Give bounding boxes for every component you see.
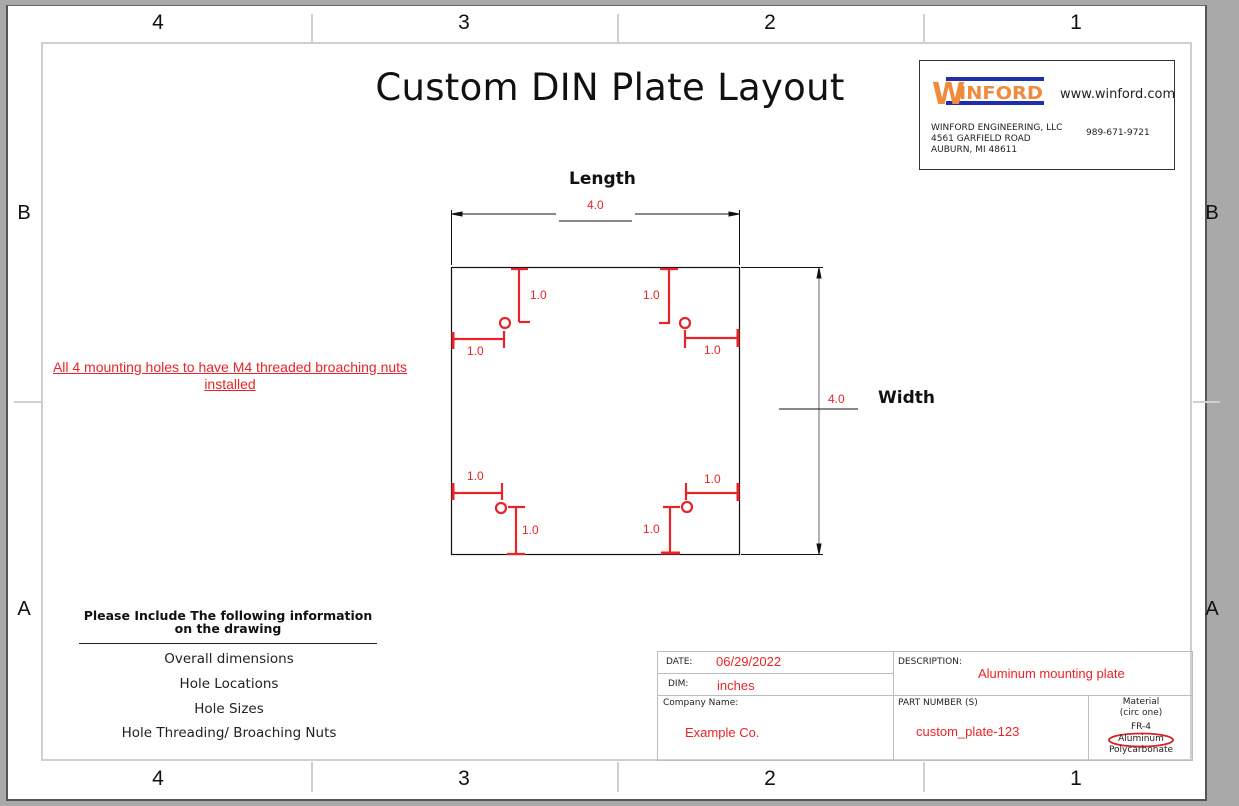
hole-br-vertical-offset: 1.0 (643, 522, 660, 536)
hole-tl-vertical-offset: 1.0 (530, 288, 547, 302)
zone-column-bottom-3: 3 (458, 767, 470, 790)
dim-label: DIM: (668, 679, 689, 689)
info-panel-heading: Please Include The following information… (83, 608, 373, 636)
info-panel-divider (79, 643, 377, 644)
company-logo-block: W INFORD www.winford.com WINFORD ENGINEE… (919, 60, 1175, 170)
zone-column-top-4: 4 (152, 11, 164, 34)
company-city: AUBURN, MI 48611 (931, 145, 1018, 155)
zone-column-bottom-1: 1 (1070, 767, 1082, 790)
svg-text:INFORD: INFORD (959, 83, 1043, 104)
material-option-fr4: FR-4 (1130, 722, 1152, 732)
hole-tr-vertical-offset: 1.0 (643, 288, 660, 302)
part-number-value: custom_plate-123 (916, 724, 1020, 739)
company-name: WINFORD ENGINEERING, LLC (931, 123, 1063, 133)
material-hint: (circ one) (1119, 708, 1163, 718)
material-option-polycarbonate: Polycarbonate (1108, 745, 1174, 755)
zone-column-bottom-2: 2 (764, 767, 776, 790)
info-item-hole-locations: Hole Locations (179, 676, 279, 692)
hole-br-horizontal-offset: 1.0 (704, 472, 721, 486)
material-selection-circle (1108, 732, 1174, 748)
hole-tr-horizontal-offset: 1.0 (704, 343, 721, 357)
width-dimension (741, 267, 858, 555)
material-label: Material (1122, 697, 1160, 707)
description-label: DESCRIPTION: (898, 657, 962, 667)
hole-bl-horizontal-offset: 1.0 (467, 469, 484, 483)
description-value: Aluminum mounting plate (978, 666, 1125, 681)
page-title: Custom DIN Plate Layout (375, 66, 845, 109)
hole-tl-horizontal-offset: 1.0 (467, 344, 484, 358)
company-name-value: Example Co. (685, 725, 760, 740)
length-label: Length (569, 169, 636, 189)
company-website: www.winford.com (1060, 87, 1176, 102)
company-phone: 989-671-9721 (1086, 128, 1150, 138)
zone-column-top-3: 3 (458, 11, 470, 34)
zone-row-right-a: A (1205, 598, 1219, 620)
zone-row-left-a: A (17, 598, 31, 620)
company-street: 4561 GARFIELD ROAD (931, 134, 1031, 144)
zone-column-top-2: 2 (764, 11, 776, 34)
title-block (657, 651, 1193, 761)
plate-outline (450, 266, 741, 556)
part-number-label: PART NUMBER (S) (898, 698, 978, 708)
hole-annotations (451, 267, 740, 556)
mounting-holes-note: All 4 mounting holes to have M4 threaded… (52, 359, 408, 392)
zone-column-top-1: 1 (1070, 11, 1082, 34)
dim-value: inches (717, 678, 755, 693)
info-item-dimensions: Overall dimensions (164, 651, 294, 667)
info-item-hole-sizes: Hole Sizes (194, 701, 264, 717)
zone-column-bottom-4: 4 (152, 767, 164, 790)
company-name-label: Company Name: (663, 698, 739, 708)
winford-logo-icon: W INFORD (932, 77, 1044, 109)
width-value: 4.0 (828, 392, 845, 406)
date-label: DATE: (666, 657, 693, 667)
hole-bl-vertical-offset: 1.0 (522, 523, 539, 537)
zone-row-right-b: B (1205, 202, 1219, 224)
inner-border (41, 42, 1192, 761)
length-dimension (451, 210, 740, 265)
length-value: 4.0 (587, 198, 604, 212)
svg-text:W: W (932, 77, 965, 109)
date-value: 06/29/2022 (716, 654, 782, 669)
info-item-hole-threading: Hole Threading/ Broaching Nuts (121, 725, 337, 741)
width-label: Width (878, 388, 935, 408)
material-option-aluminum: Aluminum (1118, 734, 1164, 744)
zone-row-left-b: B (17, 202, 31, 224)
